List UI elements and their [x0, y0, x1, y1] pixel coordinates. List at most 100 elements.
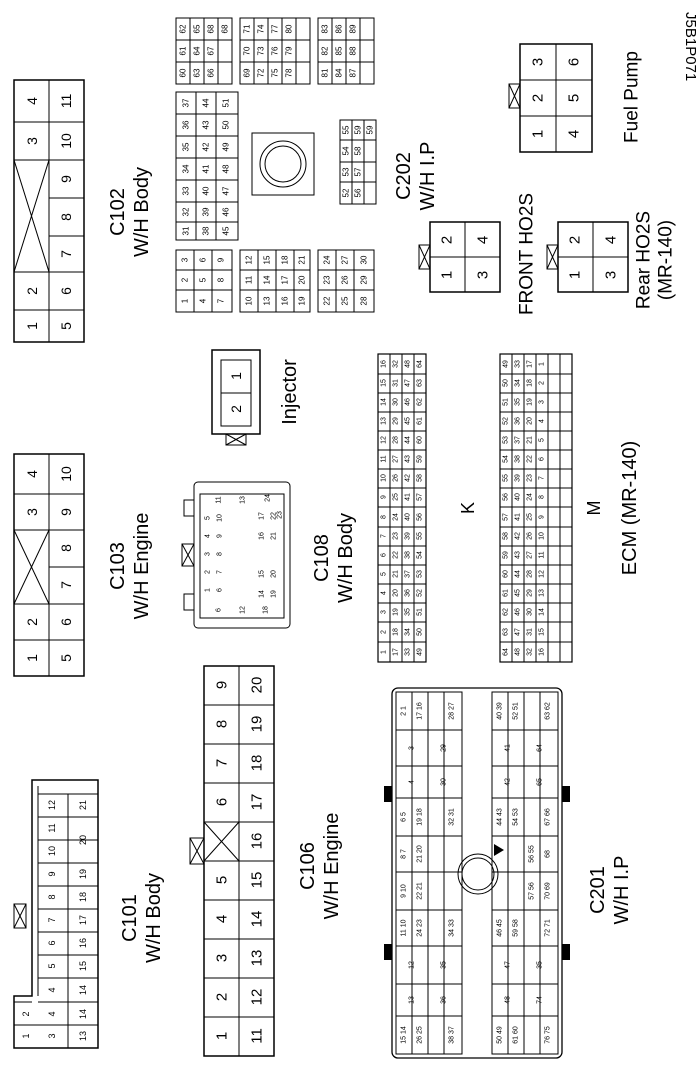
- svg-text:14: 14: [381, 398, 388, 406]
- svg-text:4: 4: [214, 915, 231, 923]
- svg-text:10: 10: [47, 846, 57, 856]
- c202-connector: [175, 17, 377, 313]
- svg-text:3: 3: [381, 610, 388, 614]
- fuel-pump-pin: 4: [566, 130, 583, 138]
- svg-text:41: 41: [505, 744, 512, 752]
- svg-text:46: 46: [222, 207, 231, 216]
- svg-text:67: 67: [207, 46, 216, 55]
- svg-text:22: 22: [323, 296, 332, 305]
- svg-text:27: 27: [527, 551, 534, 559]
- svg-text:2 1: 2 1: [401, 706, 408, 716]
- svg-text:56: 56: [503, 493, 510, 501]
- ecm-side-k-label: K: [458, 502, 478, 514]
- svg-text:18: 18: [527, 379, 534, 387]
- svg-text:47: 47: [505, 961, 512, 969]
- svg-text:36: 36: [515, 417, 522, 425]
- svg-text:38: 38: [515, 455, 522, 463]
- c202-harness-label: W/H I.P: [417, 142, 439, 211]
- svg-text:1: 1: [21, 1033, 31, 1038]
- svg-text:47: 47: [222, 186, 231, 195]
- svg-text:26: 26: [527, 532, 534, 540]
- c102-pin: 9: [58, 175, 74, 183]
- c102-pin: 6: [58, 287, 74, 295]
- svg-text:75: 75: [271, 68, 280, 77]
- svg-text:21 20: 21 20: [417, 845, 424, 863]
- svg-text:36: 36: [182, 120, 191, 129]
- fuel-pump-pin: 3: [530, 58, 547, 66]
- svg-text:6: 6: [381, 553, 388, 557]
- svg-text:16: 16: [78, 938, 88, 948]
- svg-text:12: 12: [249, 989, 266, 1006]
- svg-text:48: 48: [515, 648, 522, 656]
- svg-text:28: 28: [393, 436, 400, 444]
- svg-text:8: 8: [217, 277, 226, 282]
- svg-text:17: 17: [249, 794, 266, 811]
- c103-pin: 6: [58, 618, 74, 626]
- c103-pin: 4: [24, 470, 40, 478]
- svg-text:42: 42: [202, 142, 211, 151]
- svg-text:22 21: 22 21: [417, 882, 424, 900]
- svg-text:20: 20: [393, 589, 400, 597]
- svg-text:52: 52: [503, 417, 510, 425]
- svg-text:50: 50: [222, 120, 231, 129]
- svg-text:61: 61: [179, 46, 188, 55]
- c103-pin: 5: [58, 654, 74, 662]
- svg-text:36: 36: [441, 996, 448, 1004]
- c102-connector: [13, 79, 85, 343]
- svg-text:8 7: 8 7: [401, 849, 408, 859]
- svg-text:23: 23: [323, 275, 332, 284]
- svg-text:3: 3: [181, 257, 190, 262]
- svg-text:78: 78: [285, 68, 294, 77]
- c102-harness-label: W/H Body: [131, 167, 153, 257]
- svg-text:70 69: 70 69: [545, 882, 552, 900]
- svg-text:47: 47: [515, 628, 522, 636]
- svg-text:57: 57: [417, 493, 424, 501]
- svg-text:61: 61: [503, 589, 510, 597]
- svg-text:56 55: 56 55: [529, 845, 536, 863]
- svg-text:49: 49: [503, 360, 510, 368]
- svg-text:10: 10: [217, 514, 224, 522]
- svg-text:3: 3: [214, 954, 231, 962]
- svg-text:12: 12: [539, 570, 546, 578]
- svg-text:41: 41: [405, 493, 412, 501]
- c102-pin: 4: [24, 97, 40, 105]
- svg-text:22: 22: [393, 551, 400, 559]
- svg-text:14: 14: [539, 608, 546, 616]
- svg-text:24: 24: [527, 493, 534, 501]
- svg-text:59: 59: [417, 455, 424, 463]
- svg-text:7: 7: [539, 476, 546, 480]
- c102-pin: 11: [58, 94, 74, 109]
- svg-text:7: 7: [214, 759, 231, 767]
- svg-text:67 66: 67 66: [545, 808, 552, 826]
- svg-text:37: 37: [405, 570, 412, 578]
- svg-text:13: 13: [381, 417, 388, 425]
- svg-text:8: 8: [539, 495, 546, 499]
- svg-text:52: 52: [342, 188, 351, 197]
- svg-text:76 75: 76 75: [545, 1026, 552, 1044]
- svg-text:5: 5: [199, 277, 208, 282]
- svg-text:59: 59: [366, 125, 375, 134]
- svg-text:1: 1: [181, 298, 190, 303]
- svg-text:50: 50: [417, 628, 424, 636]
- svg-text:68: 68: [545, 850, 552, 858]
- svg-text:26: 26: [341, 275, 350, 284]
- svg-text:21: 21: [527, 436, 534, 444]
- svg-text:11: 11: [216, 496, 223, 503]
- c108-id-label: C108: [311, 534, 333, 582]
- svg-text:53: 53: [503, 436, 510, 444]
- c103-pin: 3: [24, 508, 40, 516]
- svg-text:79: 79: [285, 46, 294, 55]
- svg-text:4: 4: [381, 591, 388, 595]
- svg-text:3: 3: [539, 400, 546, 404]
- svg-text:9: 9: [214, 681, 231, 689]
- svg-text:25: 25: [393, 493, 400, 501]
- svg-text:45: 45: [405, 417, 412, 425]
- svg-text:43: 43: [515, 551, 522, 559]
- svg-text:19 18: 19 18: [417, 808, 424, 826]
- svg-text:2: 2: [539, 381, 546, 385]
- svg-text:74: 74: [537, 996, 544, 1004]
- svg-text:16: 16: [281, 296, 290, 305]
- svg-text:54: 54: [503, 455, 510, 463]
- svg-text:18: 18: [263, 606, 270, 614]
- svg-text:6: 6: [539, 457, 546, 461]
